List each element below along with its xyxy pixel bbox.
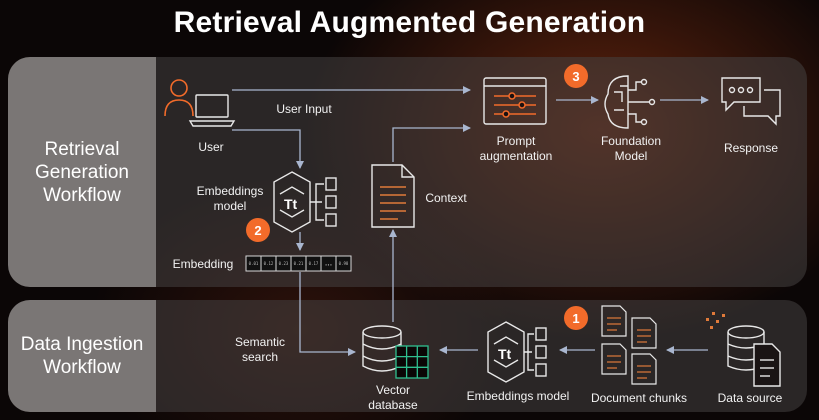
- embedding-cell-value: •••: [325, 263, 332, 268]
- user-label: User: [198, 140, 224, 154]
- prompt-augmentation-icon: [483, 77, 547, 125]
- foundation-model-label: Foundation Model: [600, 134, 662, 163]
- svg-text:Tt: Tt: [498, 346, 512, 362]
- embeddings-model-bottom-icon: Tt: [487, 321, 547, 383]
- arrow-user-to-embeddings: [232, 129, 304, 169]
- ingestion-workflow-band: [156, 300, 807, 412]
- semantic-search-label: Semantic search: [234, 335, 286, 364]
- embedding-cell-value: 0.98: [339, 261, 349, 266]
- retrieval-workflow-label: Retrieval Generation Workflow: [8, 57, 156, 287]
- page-title: Retrieval Augmented Generation: [173, 6, 646, 39]
- context-label: Context: [425, 191, 467, 205]
- embedding-cell-value: 0.17: [309, 261, 319, 266]
- step-badge-2: 2: [246, 218, 270, 242]
- embedding-cell-value: 0.01: [249, 261, 259, 266]
- embedding-label: Embedding: [172, 257, 234, 271]
- data-source-icon: [706, 312, 781, 387]
- ingestion-workflow-label: Data Ingestion Workflow: [8, 300, 156, 412]
- step-badge-1: 1: [564, 306, 588, 330]
- data-source-label: Data source: [717, 391, 783, 405]
- embedding-cell-value: 0.21: [294, 261, 304, 266]
- arrow-context-to-prompt: [392, 124, 471, 162]
- foundation-model-icon: [604, 75, 656, 129]
- embedding-cell-value: 0.12: [264, 261, 274, 266]
- document-chunks-icon: [601, 305, 657, 385]
- flow-arrows: [232, 86, 709, 356]
- response-label: Response: [723, 141, 779, 155]
- user-icon: [164, 79, 194, 117]
- prompt-augmentation-label: Prompt augmentation: [479, 134, 553, 163]
- laptop-icon: [188, 94, 236, 127]
- embeddings-model-top-label: Embeddings model: [196, 184, 264, 213]
- user-input-label: User Input: [276, 102, 332, 116]
- step-badge-3: 3: [564, 64, 588, 88]
- context-document-icon: [371, 164, 415, 228]
- response-icon: [721, 77, 781, 126]
- embeddings-model-bottom-label: Embeddings model: [466, 389, 570, 403]
- vector-database-label: Vector database: [368, 383, 418, 412]
- svg-text:Tt: Tt: [284, 196, 298, 212]
- arrow-semantic-search: [299, 272, 356, 356]
- embeddings-model-icon: Tt: [273, 171, 337, 233]
- document-chunks-label: Document chunks: [590, 391, 688, 405]
- embedding-cell-value: 0.23: [279, 261, 289, 266]
- retrieval-workflow-band: [156, 57, 807, 287]
- embedding-cell: [335, 255, 352, 272]
- vector-database-icon: [362, 325, 429, 379]
- embedding-vector: 0.01 0.12 0.23 0.21 0.17 ••• 0.98: [245, 255, 352, 272]
